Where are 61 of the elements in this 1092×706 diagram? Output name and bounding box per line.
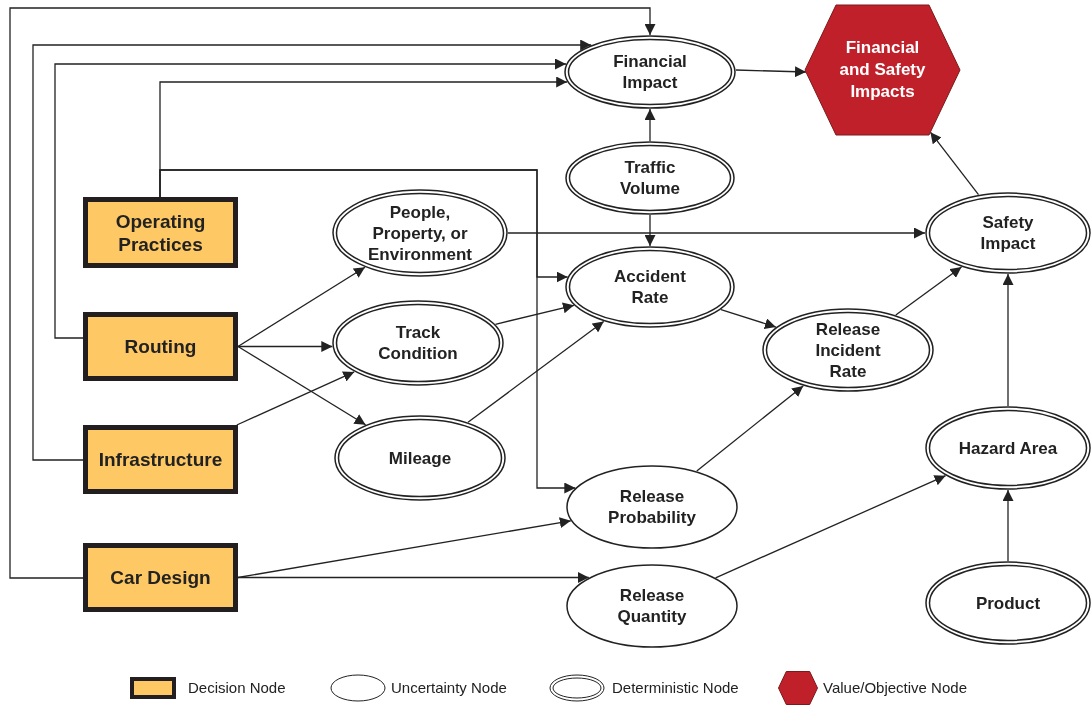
node-label: Accident Rate xyxy=(613,266,687,308)
uncertainty-node-ellipse xyxy=(566,465,738,549)
arrow xyxy=(644,214,656,247)
arrow xyxy=(696,385,804,472)
node-label: Safety Impact xyxy=(979,212,1037,254)
node-label: Track Condition xyxy=(377,322,459,364)
legend-label: Deterministic Node xyxy=(612,679,739,696)
value-node-hexagon xyxy=(805,5,960,135)
node-label: Financial and Safety Impacts xyxy=(838,37,927,103)
decision-box xyxy=(83,543,238,612)
arrow xyxy=(507,227,926,239)
decision-box xyxy=(83,425,238,494)
node-label: Release Probability xyxy=(607,486,697,528)
arrow xyxy=(159,169,576,494)
node-label: Release Quantity xyxy=(616,585,688,627)
arrow xyxy=(237,341,333,352)
node-label: Release Incident Rate xyxy=(814,318,882,382)
deterministic-node-ellipse xyxy=(925,406,1091,490)
arrow xyxy=(720,308,777,329)
arrow xyxy=(494,302,575,325)
arrow xyxy=(1002,273,1014,407)
arrow xyxy=(714,475,947,579)
arrow xyxy=(9,7,656,579)
deterministic-node-ellipse xyxy=(565,246,735,328)
uncertainty-node-ellipse xyxy=(566,564,738,648)
node-label: Product xyxy=(975,592,1041,614)
deterministic-node-ellipse xyxy=(925,192,1091,274)
node-label: Infrastructure xyxy=(98,448,223,471)
node-label: Mileage xyxy=(388,447,452,469)
node-label: Hazard Area xyxy=(958,437,1058,459)
deterministic-node-ellipse xyxy=(334,415,506,501)
arrow xyxy=(735,66,807,78)
decision-box xyxy=(83,312,238,381)
arrow xyxy=(929,131,980,196)
deterministic-node-ellipse xyxy=(565,141,735,215)
node-label: Routing xyxy=(124,335,197,358)
arrow xyxy=(644,108,656,142)
node-label: Operating Practices xyxy=(114,209,207,256)
node-label: People, Property, or Environment xyxy=(367,201,473,265)
legend-label: Decision Node xyxy=(188,679,286,696)
legend-label: Uncertainty Node xyxy=(391,679,507,696)
deterministic-node-ellipse xyxy=(332,189,508,277)
deterministic-node-ellipse xyxy=(925,561,1091,645)
node-label: Traffic Volume xyxy=(618,157,682,199)
deterministic-node-ellipse xyxy=(564,35,736,109)
node-label: Car Design xyxy=(110,566,211,589)
decision-box xyxy=(83,197,238,268)
arrow xyxy=(895,266,963,316)
arrow xyxy=(1002,489,1014,562)
arrow xyxy=(236,371,355,426)
arrow xyxy=(237,572,590,583)
arrow xyxy=(237,517,572,579)
deterministic-node-ellipse xyxy=(762,308,934,392)
deterministic-node-ellipse xyxy=(332,300,504,386)
arrow xyxy=(237,345,367,426)
node-label: Financial Impact xyxy=(612,51,688,93)
arrow xyxy=(467,320,605,423)
legend-label: Value/Objective Node xyxy=(823,679,967,696)
arrow xyxy=(54,58,567,339)
arrow xyxy=(32,39,592,461)
arrow xyxy=(237,266,366,348)
